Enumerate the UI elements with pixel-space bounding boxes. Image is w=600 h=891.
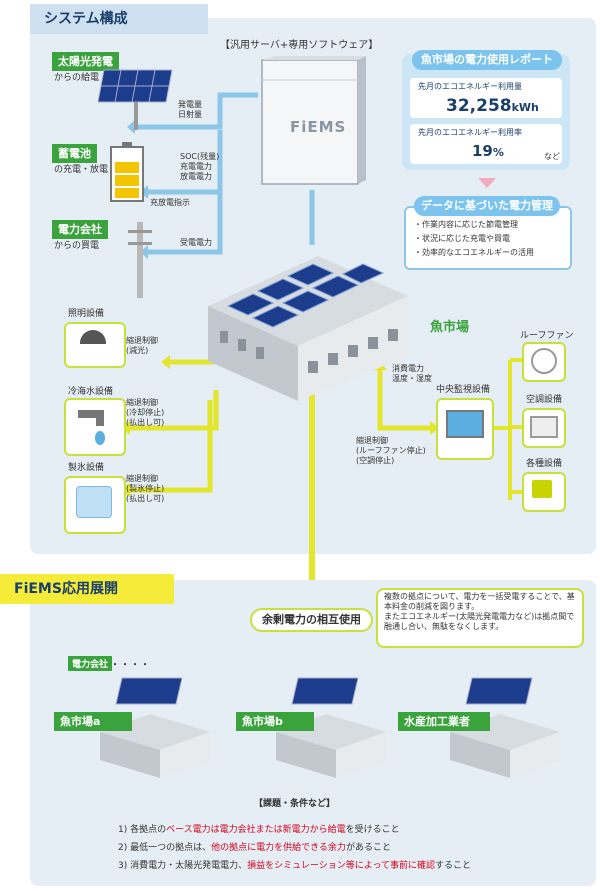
equipment-right-1-name: 空調設備: [526, 395, 563, 405]
equipment-left-1-control: 縮退制御 (冷却停止) (払出し可): [126, 398, 165, 427]
equipment-right-2-name: 各種設備: [526, 459, 563, 469]
coldwater-box: [64, 398, 126, 456]
report-row1-unit: kWh: [511, 101, 539, 114]
site-0: 魚市場a: [54, 712, 132, 731]
utility-arrow-label: 受電電力: [180, 238, 212, 247]
management-item-0: ・作業内容に応じた節電管理: [414, 220, 518, 229]
mutual-bubble-text: 複数の拠点について、電力を一括受電することで、基本料金の削減を図ります。 またエ…: [384, 592, 575, 631]
section-title-system: システム構成: [30, 4, 208, 34]
management-title: データに基づいた電力管理: [414, 196, 560, 216]
report-row2-value: 19%: [472, 142, 504, 160]
central-down-label: 縮退制御 (ルーフファン停止) (空調停止): [356, 436, 426, 465]
battery-arrow-label2: 充放電指示: [150, 198, 190, 207]
battery-icon: [110, 142, 144, 202]
equipment-left-1-name: 冷海水設備: [68, 387, 114, 397]
fan-icon: [531, 348, 557, 374]
report-etc: など: [544, 152, 560, 161]
report-title: 魚市場の電力使用レポート: [412, 50, 562, 70]
central-name: 中央監視設備: [436, 385, 491, 395]
report-row1-value: 32,258kWh: [446, 96, 539, 116]
lamp-icon: [80, 330, 106, 344]
central-up-label: 消費電力 温度・湿度: [392, 364, 432, 383]
equipment-left-0-name: 照明設備: [68, 309, 105, 319]
utility-pole-icon: [128, 222, 152, 298]
report-row1-number: 32,258: [446, 96, 512, 116]
site-2: 水産加工業者: [398, 712, 490, 731]
equipment-left-2-control: 縮退制御 (製氷停止) (払出し可): [126, 474, 165, 503]
server-caption: 【汎用サーバ+専用ソフトウェア】: [220, 40, 379, 51]
market-building-icon: [208, 256, 408, 401]
report-row2-label: 先月のエコエネルギー利用率: [418, 128, 522, 137]
forklift-icon: [532, 480, 552, 498]
condition-2-c: があること: [345, 843, 391, 853]
condition-3-b: 損益をシミュレーション等によって事前に確認: [247, 861, 436, 871]
market-label: 魚市場: [430, 320, 470, 335]
management-item-2: ・効率的なエコエネルギーの活用: [414, 248, 534, 257]
battery-sub: の充電・放電: [54, 165, 109, 175]
condition-3-a: 3) 消費電力・太陽光発電電力、: [118, 861, 248, 871]
aircon-icon: [530, 416, 558, 438]
server-label: FiEMS: [290, 118, 347, 136]
section-title-application: FiEMS応用展開: [0, 574, 174, 604]
condition-1-a: 1) 各拠点の: [118, 825, 167, 835]
report-row2: [410, 124, 562, 164]
condition-1: 1) 各拠点のベース電力は電力会社または新電力から給電を受けること: [118, 822, 400, 835]
condition-2: 2) 最低一つの拠点は、他の拠点に電力を供給できる余力があること: [118, 840, 391, 853]
report-row2-unit: %: [492, 146, 504, 159]
report-row2-number: 19: [472, 142, 493, 160]
conditions-title: 【課題・条件など】: [254, 799, 336, 809]
mutual-bubble: [376, 588, 584, 648]
monitor-icon: [446, 410, 484, 438]
lighting-box: [64, 322, 126, 368]
site-1: 魚市場b: [236, 712, 314, 731]
condition-3: 3) 消費電力・太陽光発電電力、損益をシミュレーション等によって事前に確認するこ…: [118, 858, 471, 871]
utility-small-label: 電力会社: [68, 656, 113, 671]
equipment-left-0-control: 縮退制御 (減光): [126, 336, 158, 355]
ice-icon: [76, 486, 112, 518]
equipment-left-2-name: 製氷設備: [68, 463, 105, 473]
solar-arrow-label: 発電量 日射量: [178, 100, 202, 119]
condition-3-c: すること: [435, 861, 472, 871]
server-icon: [261, 56, 366, 185]
condition-2-b: 他の拠点に電力を供給できる余力: [211, 843, 346, 853]
solar-title: 太陽光発電: [52, 52, 119, 71]
faucet-icon: [78, 410, 105, 445]
condition-1-b: ベース電力は電力会社または新電力から給電: [166, 825, 346, 835]
condition-1-c: を受けること: [345, 825, 400, 835]
mutual-label: 余剰電力の相互使用: [250, 608, 373, 632]
battery-arrow-label1: SOC(残量) 充電電力 放電電力: [180, 152, 220, 181]
solar-sub: からの給電: [54, 73, 100, 83]
equipment-right-0-name: ルーフファン: [520, 331, 574, 341]
management-item-1: ・状況に応じた充電や買電: [414, 234, 510, 243]
battery-title: 蓄電池: [52, 144, 97, 163]
report-row1-label: 先月のエコエネルギー利用量: [418, 82, 522, 91]
utility-sub: からの買電: [54, 241, 100, 251]
utility-dots: ・・・・: [110, 660, 150, 671]
utility-title: 電力会社: [52, 220, 108, 239]
report-row1: [410, 78, 562, 118]
condition-2-a: 2) 最低一つの拠点は、: [118, 843, 212, 853]
solar-panel-icon: [98, 69, 173, 130]
